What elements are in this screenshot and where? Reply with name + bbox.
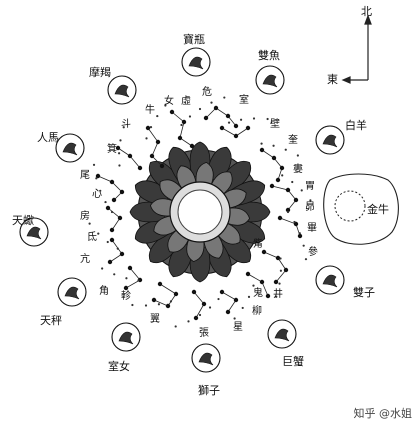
mansion-niu: 牛 [145,105,155,116]
zodiac-label-pisces: 雙魚 [258,49,280,62]
mansion-shen: 參 [308,247,318,258]
mansion-xing: 星 [233,322,243,333]
mansion-di: 氐 [87,232,97,243]
zodiac-label-sagittarius: 人馬 [37,131,59,144]
north-label: 北 [361,5,372,18]
mansion-fang: 房 [80,211,90,222]
constellation-patterns [88,96,343,328]
mansion-jiao: 角 [99,286,109,297]
mansion-zi: 觜 [253,239,263,250]
mansion-zhen: 軫 [121,291,131,302]
mansion-xin: 心 [92,189,102,200]
mansion-dou: 斗 [121,119,131,130]
mansion-xu: 虛 [181,96,191,107]
zodiac-label-leo: 獅子 [198,384,220,397]
zodiac-label-cancer: 巨蟹 [282,355,304,368]
zodiac-label-libra: 天秤 [40,314,62,327]
zodiac-label-capricorn: 摩羯 [89,66,111,79]
mansion-wei-stomach: 胃 [305,181,315,192]
mansion-bi-net: 畢 [307,223,317,234]
zodiac-medallions [19,47,345,373]
mansion-liu: 柳 [252,306,262,317]
mansion-nv: 女 [164,96,174,107]
mansion-wei-tail: 尾 [80,170,90,181]
mansion-bi-wall: 壁 [270,119,280,130]
zodiac-label-virgo: 室女 [108,360,130,373]
zodiac-label-scorpio: 天蠍 [12,214,34,227]
watermark: 知乎 @水姐 [353,407,413,420]
mansion-yi: 翼 [150,314,160,325]
compass-arrows [341,14,372,84]
zodiac-label-aquarius: 寶瓶 [183,33,205,46]
mansion-wei-danger: 危 [202,87,212,98]
mansion-kui: 奎 [288,135,298,146]
east-label: 東 [327,73,338,86]
mansion-mao: 昴 [305,202,315,213]
mansion-zhang: 張 [199,328,209,339]
mansion-jing: 井 [273,289,283,300]
mansion-ji: 箕 [107,144,117,155]
mansion-gui: 鬼 [253,288,263,299]
mansion-shi: 室 [239,95,249,106]
mansion-lou: 婁 [293,164,303,175]
taurus-region [323,173,399,245]
zodiac-label-gemini: 雙子 [353,286,375,299]
zodiac-label-taurus: 金牛 [367,203,389,216]
mansion-kang: 亢 [80,254,90,265]
zodiac-label-aries: 白羊 [345,119,367,132]
central-lotus [129,141,271,283]
